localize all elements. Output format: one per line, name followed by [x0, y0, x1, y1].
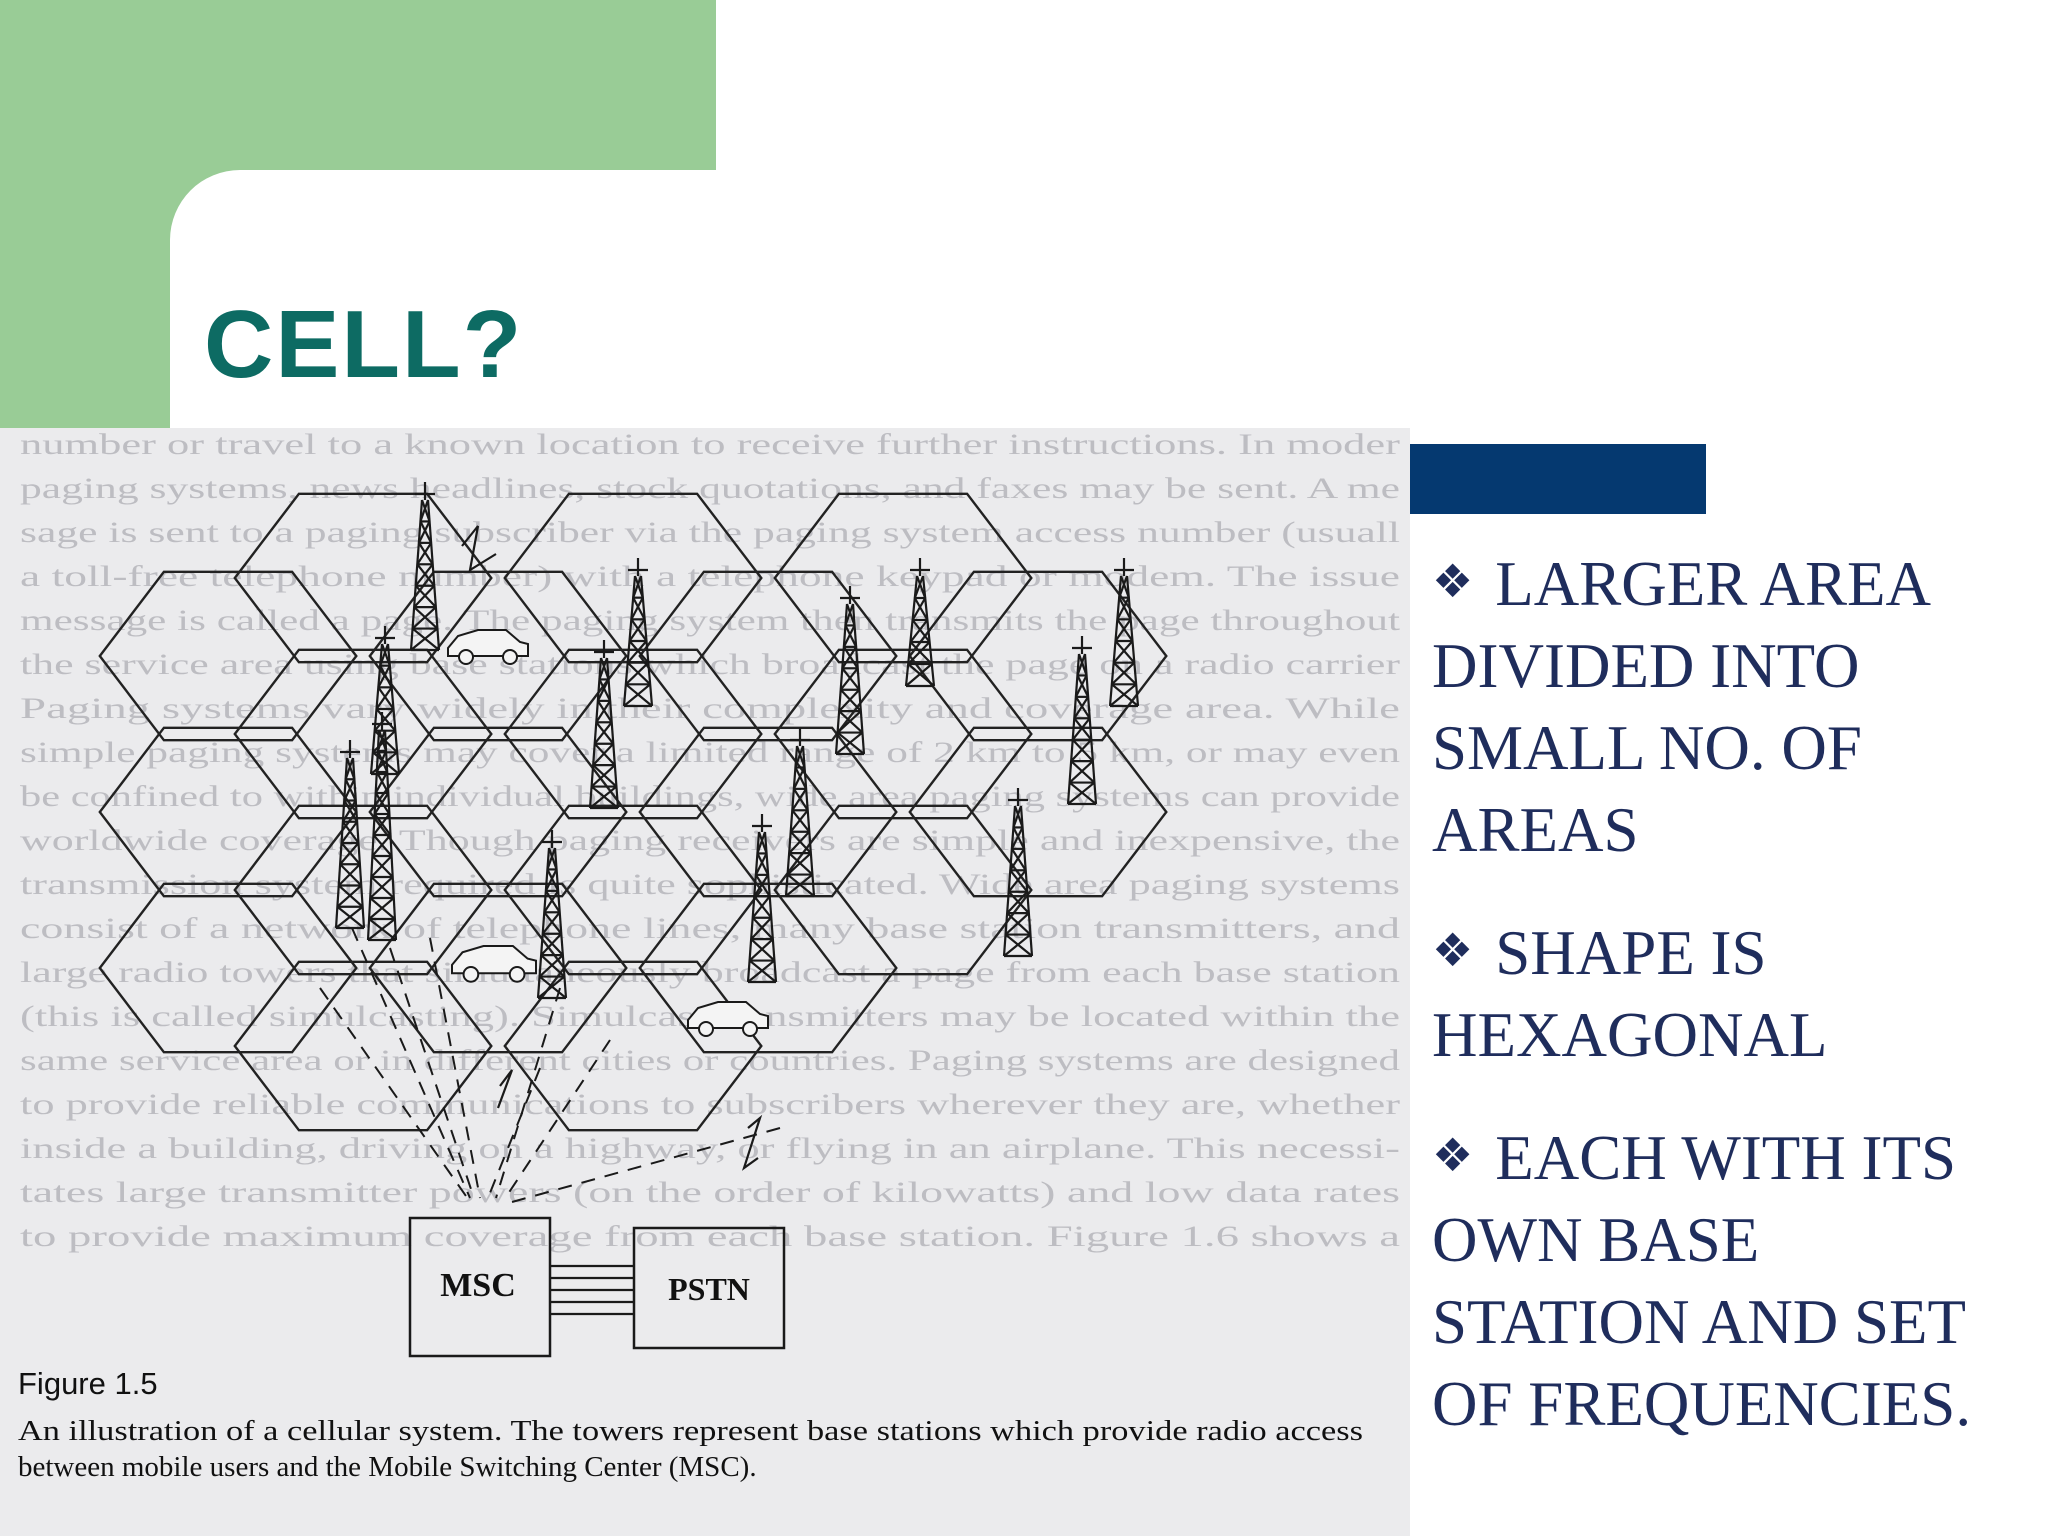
diamond-bullet-icon: ❖ — [1432, 923, 1474, 977]
slide-title: CELL? — [204, 291, 524, 398]
hexagon-cell — [503, 648, 763, 820]
hexagon-cell — [503, 804, 763, 976]
base-station-tower-icon — [1108, 558, 1140, 708]
hexagon-cell — [368, 882, 628, 1054]
figure-caption-label: Figure 1.5 — [18, 1366, 158, 1401]
mobile-car-icon — [687, 1001, 769, 1037]
bullet-text: SHAPE IS HEXAGONAL — [1432, 918, 1828, 1070]
bullet-text: LARGER AREA DIVIDED INTO SMALL NO. OF AR… — [1432, 549, 1928, 865]
msc-label: MSC — [440, 1267, 516, 1304]
diamond-bullet-icon: ❖ — [1432, 554, 1474, 608]
title-card — [170, 170, 2048, 430]
base-station-tower-icon — [1066, 636, 1098, 806]
background-text-line: same service area or in different cities… — [20, 1044, 1400, 1077]
hexagon-cell — [638, 882, 898, 1054]
radio-link-stream — [351, 927, 471, 1199]
background-text-line: paging systems, news headlines, stock qu… — [20, 472, 1400, 505]
bullet-text: EACH WITH ITS OWN BASE STATION AND SET O… — [1432, 1123, 1972, 1439]
hexagon-cell — [908, 726, 1168, 898]
hexagon-cell — [233, 804, 493, 976]
background-text-line: sage is sent to a paging subscriber via … — [20, 516, 1400, 549]
base-station-tower-icon — [536, 830, 568, 1000]
background-text-line: to provide maximum coverage from each ba… — [20, 1220, 1400, 1253]
hexagon-cell — [503, 960, 763, 1132]
background-text-line: consist of a network of telephone lines,… — [20, 912, 1400, 945]
base-station-tower-icon — [784, 728, 816, 898]
faded-background-text: number or travel to a known location to … — [20, 428, 1401, 1253]
background-text-line: number or travel to a known location to … — [20, 428, 1400, 461]
figure-caption-line-1: An illustration of a cellular system. Th… — [18, 1415, 1363, 1447]
base-station-tower-icon — [746, 814, 778, 984]
cellular-system-figure: number or travel to a known location to … — [0, 428, 1410, 1536]
background-text-line: tates large transmitter powers (on the o… — [20, 1176, 1400, 1209]
hexagon-cell — [773, 804, 1033, 976]
figure-caption-line-2: between mobile users and the Mobile Swit… — [18, 1451, 757, 1483]
background-text-line: Paging systems vary widely in their comp… — [20, 692, 1400, 725]
mobile-car-icon — [451, 945, 537, 983]
hexagon-cell — [638, 570, 898, 742]
mobile-users — [447, 629, 769, 1037]
pstn-box — [632, 1226, 786, 1350]
background-text-line: to provide reliable communications to su… — [20, 1088, 1400, 1121]
base-station-tower-icon — [622, 558, 654, 708]
radio-link-stream — [429, 937, 481, 1199]
radio-link-bolt — [496, 1069, 514, 1109]
diamond-bullet-icon: ❖ — [1432, 1128, 1474, 1182]
pstn-label: PSTN — [668, 1271, 750, 1307]
background-text-line: message is called a page. The paging sys… — [20, 604, 1401, 637]
background-text-line: be confined to within individual buildin… — [20, 780, 1400, 813]
hexagon-cell — [638, 726, 898, 898]
hexagon-cell — [98, 570, 358, 742]
radio-link-bolt — [741, 1114, 763, 1171]
background-text-line: the service area using base stations whi… — [20, 648, 1400, 681]
hexagon-cell — [503, 492, 763, 664]
radio-link-bolt — [461, 525, 497, 573]
base-station-tower-icon — [834, 586, 866, 756]
bullet-item: ❖EACH WITH ITS OWN BASE STATION AND SET … — [1432, 1114, 2032, 1445]
figure-svg: number or travel to a known location to … — [18, 428, 1401, 1483]
background-text-line: a toll-free telephone number) with a tel… — [20, 560, 1400, 593]
hexagon-cell — [773, 648, 1033, 820]
base-station-tower-icon — [1002, 788, 1034, 958]
radio-links — [319, 525, 781, 1203]
navy-accent-bar — [1410, 444, 1706, 514]
background-text-line: inside a building, driving on a highway,… — [20, 1132, 1400, 1165]
base-station-tower-icon — [409, 482, 441, 652]
background-text-line: worldwide coverage. Though paging receiv… — [20, 824, 1400, 857]
hexagon-grid — [98, 492, 1168, 1132]
radio-link-stream — [495, 987, 561, 1199]
radio-link-stream — [389, 947, 475, 1199]
background-text-line: large radio towers that simultaneously b… — [20, 956, 1400, 989]
bullet-item: ❖LARGER AREA DIVIDED INTO SMALL NO. OF A… — [1432, 540, 2032, 871]
hexagon-cell — [773, 492, 1033, 664]
base-station-tower-icon — [904, 558, 936, 688]
hexagon-cell — [98, 726, 358, 898]
base-station-tower-icon — [588, 640, 620, 810]
hexagon-cell — [368, 570, 628, 742]
msc-box — [408, 1216, 552, 1358]
base-station-tower-icon — [334, 740, 366, 930]
hexagon-cell — [98, 882, 358, 1054]
radio-link-stream — [503, 1039, 611, 1201]
bullet-item: ❖SHAPE IS HEXAGONAL — [1432, 909, 2032, 1076]
hexagon-cell — [368, 726, 628, 898]
hexagon-cell — [233, 960, 493, 1132]
radio-link-stream — [319, 987, 467, 1197]
base-station-towers — [334, 482, 1140, 1000]
base-station-tower-icon — [366, 712, 398, 942]
mobile-car-icon — [447, 629, 529, 665]
msc-pstn-trunk-lines — [550, 1264, 634, 1316]
bullet-list: ❖LARGER AREA DIVIDED INTO SMALL NO. OF A… — [1432, 540, 2032, 1483]
